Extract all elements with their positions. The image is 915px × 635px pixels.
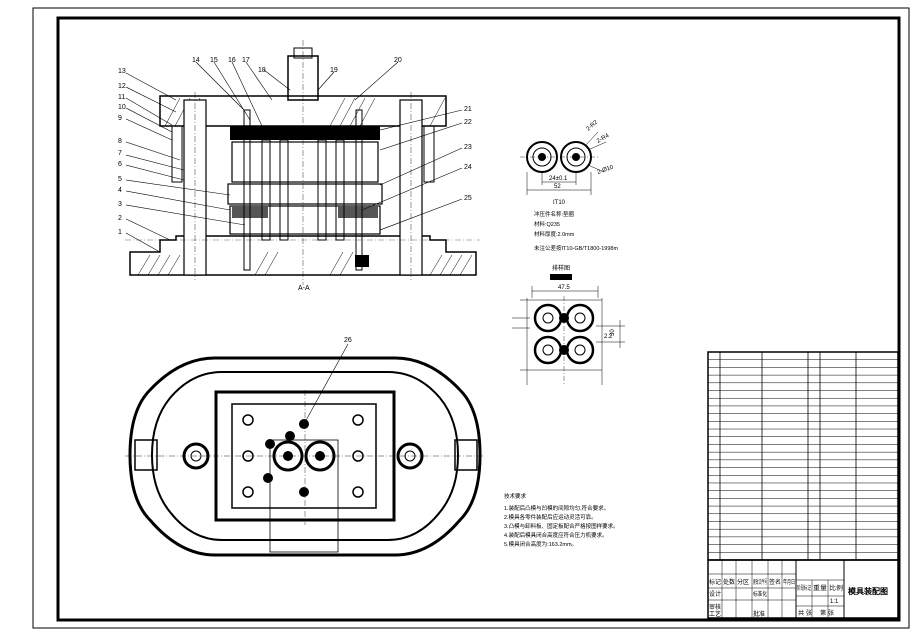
title-cell-process: 工艺: [709, 610, 721, 618]
product-view-label: IT10: [553, 200, 566, 206]
plan-view: 26: [125, 337, 485, 557]
part-label-16: 16: [228, 57, 236, 64]
layout-view-label: 排样图: [552, 264, 570, 272]
dim-pitch: 24±0.1: [549, 176, 568, 182]
product-spec-1: 冲压件名称:垫圈: [534, 210, 575, 218]
dim-pitch-layout: 30: [610, 329, 616, 336]
product-spec-2: 材料:Q235: [534, 220, 560, 228]
part-label-23: 23: [464, 144, 472, 151]
part-label-17: 17: [242, 57, 250, 64]
section-label: A-A: [298, 285, 310, 292]
product-spec-3: 材料厚度:2.0mm: [534, 230, 575, 238]
title-row-label-5: 年月日: [783, 578, 795, 586]
product-view: 2-R2 2-R4 2-Ø10 24±0.1 52 IT10 冲压件名称:垫圈 …: [520, 119, 618, 252]
part-label-14: 14: [192, 57, 200, 64]
tech-req-line-1: 1.装配后凸模与凹模的间隙均匀,符合要求。: [504, 504, 609, 512]
part-label-7: 7: [118, 150, 122, 157]
title-cell-std: 标准化: [753, 590, 767, 598]
part-label-25: 25: [464, 195, 472, 202]
tech-req-line-5: 5.模具闭合高度为:163.2mm。: [504, 540, 577, 548]
dim-strip-width: 47.5: [558, 285, 570, 291]
tech-req-line-2: 2.模具各零件装配后应运动灵活可靠。: [504, 513, 597, 521]
title-row-label-2: 分区: [737, 578, 749, 586]
part-label-24: 24: [464, 164, 472, 171]
part-label-6: 6: [118, 161, 122, 168]
strip-layout-view: 排样图 47.5 2.2 30: [512, 264, 625, 385]
part-label-8: 8: [118, 138, 122, 145]
part-label-3: 3: [118, 201, 122, 208]
dim-hole: 2-Ø10: [597, 164, 615, 176]
part-label-5: 5: [118, 176, 122, 183]
part-label-20: 20: [394, 57, 402, 64]
tech-req-title: 技术要求: [504, 492, 527, 500]
title-cell-approve: 批准: [753, 610, 765, 618]
title-cell-design: 设计: [709, 590, 721, 598]
drawing-name: 模具装配图: [848, 586, 888, 596]
title-cell-scale: 1:1: [830, 599, 839, 605]
part-label-26: 26: [344, 337, 352, 344]
part-label-10: 10: [118, 104, 126, 111]
title-cell-sheets: 共 张: [798, 609, 812, 617]
part-label-12: 12: [118, 83, 126, 90]
section-view: A-A 13 12 11 10 9 8 7 6 5 4 3 2 1 14 15 …: [118, 40, 480, 292]
dim-r2: 2-R2: [585, 119, 599, 132]
part-label-2: 2: [118, 215, 122, 222]
title-cell-scale-label: 比例: [829, 584, 843, 592]
part-label-1: 1: [118, 229, 122, 236]
title-block: 标记 处数 分区 更改文件号 签名 年月日 设计 审核 工艺 批准 标准化 阶段…: [707, 559, 899, 619]
title-row-label-4: 签名: [769, 578, 781, 586]
part-label-11: 11: [118, 94, 125, 101]
title-cell-weight: 重量: [813, 584, 827, 592]
title-row-label-1: 处数: [723, 578, 735, 586]
title-cell-review: 审核: [709, 603, 721, 611]
sheet-border: [32, 7, 910, 629]
technical-requirements: 技术要求 1.装配后凸模与凹模的间隙均匀,符合要求。 2.模具各零件装配后应运动…: [504, 492, 619, 548]
part-label-18: 18: [258, 67, 266, 74]
dim-web: 2.2: [604, 334, 613, 340]
title-row-label-3: 更改文件号: [753, 578, 767, 586]
title-cell-sheet: 第 张: [820, 609, 834, 617]
product-spec-4: 未注公差按IT10-GB/T1800-1998m: [534, 244, 618, 252]
tech-req-line-4: 4.装配后模具闭合高度应符合压力机要求。: [504, 531, 608, 539]
part-label-21: 21: [464, 106, 472, 113]
part-label-4: 4: [118, 187, 122, 194]
part-label-19: 19: [330, 67, 338, 74]
dim-length: 52: [554, 184, 561, 190]
parts-list: [707, 351, 899, 561]
part-label-15: 15: [210, 57, 218, 64]
title-row-label-0: 标记: [709, 578, 721, 586]
drawing-frame: [56, 16, 901, 622]
tech-req-line-3: 3.凸模与卸料板、固定板配合严格按图样要求。: [504, 522, 619, 530]
part-label-13: 13: [118, 68, 126, 75]
part-label-22: 22: [464, 119, 472, 126]
part-label-9: 9: [118, 115, 122, 122]
title-cell-stage: 阶段标记: [797, 584, 811, 592]
